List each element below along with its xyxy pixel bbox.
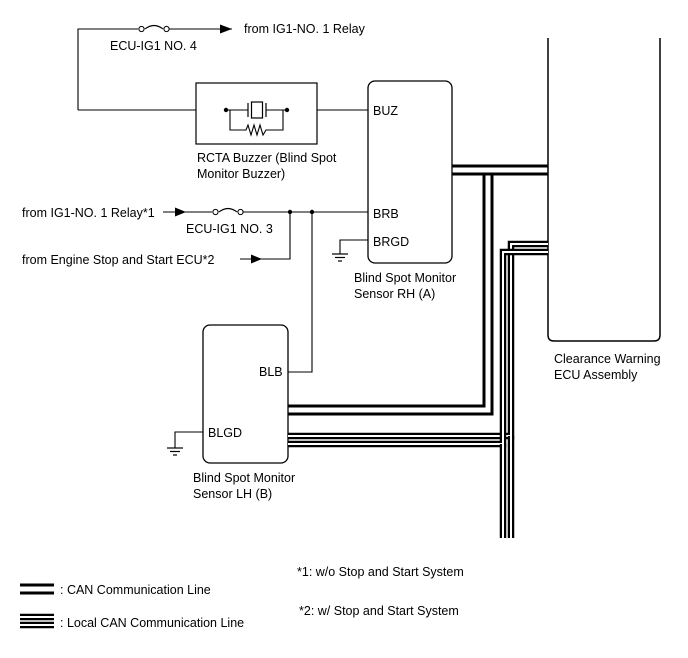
buzzer-title-line2: Monitor Buzzer) — [197, 167, 285, 181]
pin-blgd: BLGD — [208, 426, 242, 440]
ground-symbol-rh — [332, 239, 368, 262]
sensor-rh-label-line2: Sensor RH (A) — [354, 287, 435, 301]
sensor-lh-label-line1: Blind Spot Monitor — [193, 471, 295, 485]
ground-symbol-lh — [167, 431, 203, 456]
legend-can-label: : CAN Communication Line — [60, 583, 211, 597]
can-communication-lines — [288, 164, 548, 416]
note-2: *2: w/ Stop and Start System — [299, 604, 459, 618]
pin-blb: BLB — [259, 365, 283, 379]
sensor-lh-box — [202, 324, 289, 464]
note-1: *1: w/o Stop and Start System — [297, 565, 464, 579]
ecu-label-line1: Clearance Warning — [554, 352, 661, 366]
fuse-ecu-ig1-no4-label: ECU-IG1 NO. 4 — [110, 39, 197, 53]
pin-brgd: BRGD — [373, 235, 409, 249]
ecu-label-line2: ECU Assembly — [554, 368, 638, 382]
from-ig1-no1-relay-top: from IG1-NO. 1 Relay — [244, 22, 366, 36]
sensor-rh-label-line1: Blind Spot Monitor — [354, 271, 456, 285]
legend-local-can-label: : Local CAN Communication Line — [60, 616, 244, 630]
sensor-rh-box — [367, 80, 453, 264]
pin-buz: BUZ — [373, 104, 398, 118]
fuse-ecu-ig1-no3-label: ECU-IG1 NO. 3 — [186, 222, 273, 236]
pin-brb: BRB — [373, 207, 399, 221]
from-engine-stop-start: from Engine Stop and Start ECU*2 — [22, 253, 215, 267]
legend-can-swatch — [20, 583, 54, 595]
from-ig1-no1-relay-mid: from IG1-NO. 1 Relay*1 — [22, 206, 155, 220]
legend-local-can-swatch — [20, 613, 54, 629]
sensor-lh-label-line2: Sensor LH (B) — [193, 487, 272, 501]
buzzer-symbol — [223, 101, 290, 137]
ecu-assembly-box — [547, 38, 661, 342]
buzzer-title-line1: RCTA Buzzer (Blind Spot — [197, 151, 337, 165]
local-can-communication-lines — [288, 240, 548, 538]
